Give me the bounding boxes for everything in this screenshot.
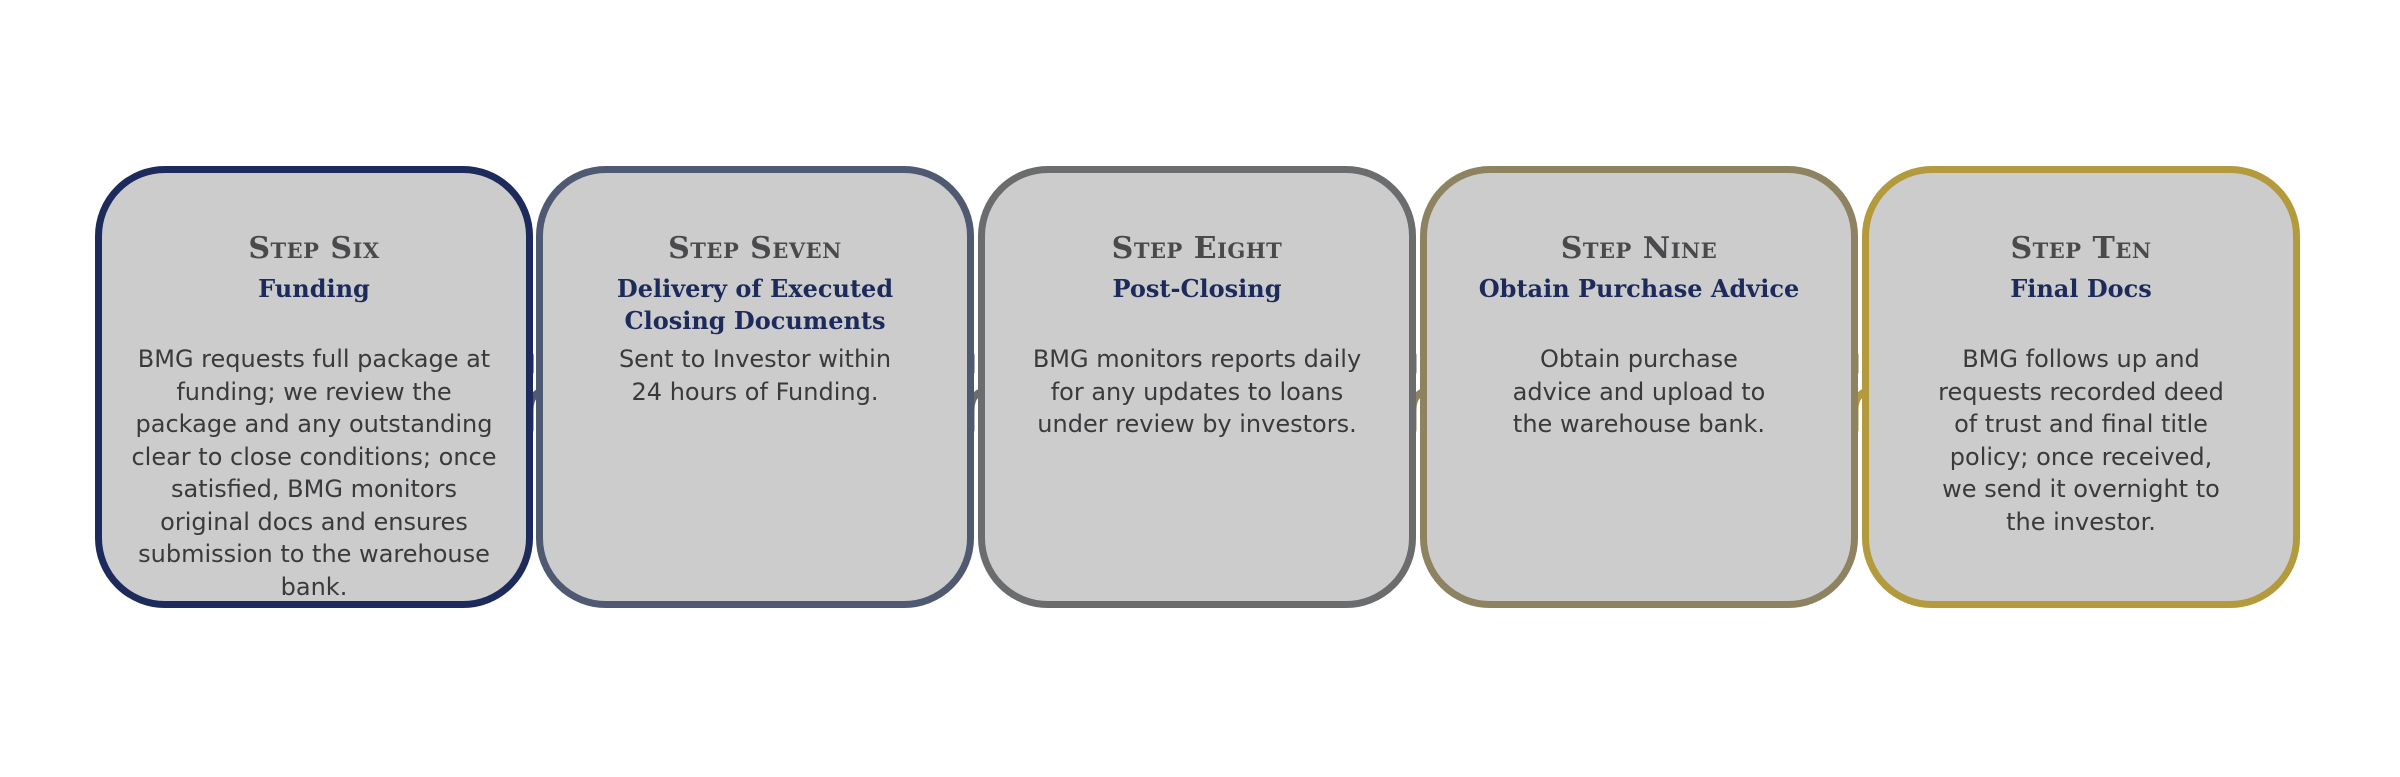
step-subtitle: Obtain Purchase Advice — [1478, 274, 1800, 303]
step-six-box: Step Six Funding BMG requests full packa… — [95, 166, 533, 608]
step-subtitle: Post-Closing — [1112, 274, 1282, 303]
step-description: Obtain purchase advice and upload to the… — [1512, 345, 1766, 438]
step-description: BMG follows up and requests recorded dee… — [1938, 345, 2224, 536]
step-title: Step Nine — [1560, 231, 1718, 266]
step-subtitle: Delivery of Executed Closing Documents — [616, 274, 894, 335]
step-seven-box: Step Seven Delivery of Executed Closing … — [536, 166, 974, 608]
step-title: Step Ten — [2010, 231, 2152, 266]
step-subtitle: Funding — [258, 274, 370, 303]
step-nine-box: Step Nine Obtain Purchase Advice Obtain … — [1420, 166, 1858, 608]
step-description: BMG requests full package at funding; we… — [131, 345, 497, 601]
step-eight-box: Step Eight Post-Closing BMG monitors rep… — [978, 166, 1416, 608]
step-title: Step Six — [248, 231, 380, 266]
step-subtitle: Final Docs — [2010, 274, 2152, 303]
step-ten-box: Step Ten Final Docs BMG follows up and r… — [1862, 166, 2300, 608]
step-title: Step Seven — [668, 231, 842, 266]
step-description: BMG monitors reports daily for any updat… — [1032, 345, 1362, 438]
step-description: Sent to Investor within 24 hours of Fund… — [618, 345, 892, 406]
step-title: Step Eight — [1111, 231, 1283, 266]
